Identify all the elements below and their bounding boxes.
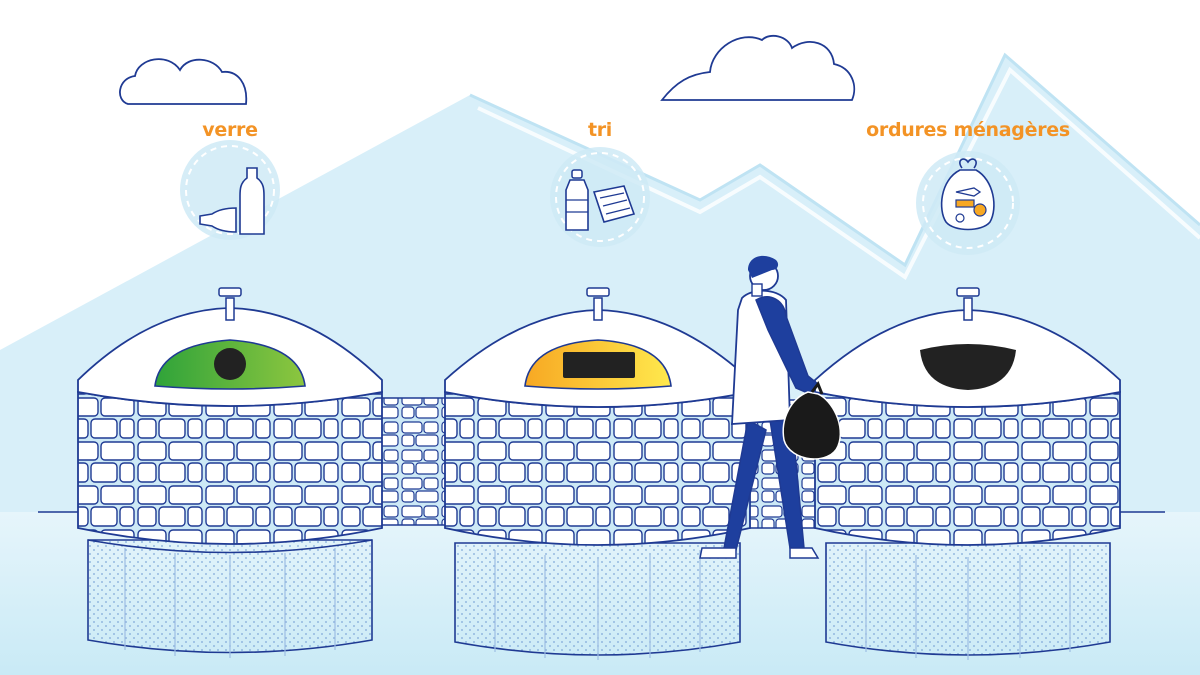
label-verre: verre: [202, 119, 258, 141]
person-with-trash-bag: [699, 255, 842, 559]
container-tri: [444, 287, 751, 660]
label-tri: tri: [587, 119, 613, 141]
connecting-wall-left: [377, 397, 451, 526]
trash-bag: [782, 391, 842, 460]
bottle-and-newspaper-icon: [550, 147, 650, 247]
trash-bag-icon: [916, 151, 1020, 255]
label-ordures-menageres: ordures ménagères: [866, 119, 1070, 141]
container-ordures: [814, 287, 1121, 660]
cloud-right: [660, 34, 856, 101]
glass-opening: [214, 348, 246, 380]
tri-opening: [563, 352, 635, 378]
cloud-left: [119, 58, 248, 105]
container-verre: [77, 287, 383, 658]
mountain-ridge-line: [469, 52, 1200, 268]
glass-bottles-icon: [180, 140, 280, 240]
ordures-opening: [920, 344, 1016, 390]
